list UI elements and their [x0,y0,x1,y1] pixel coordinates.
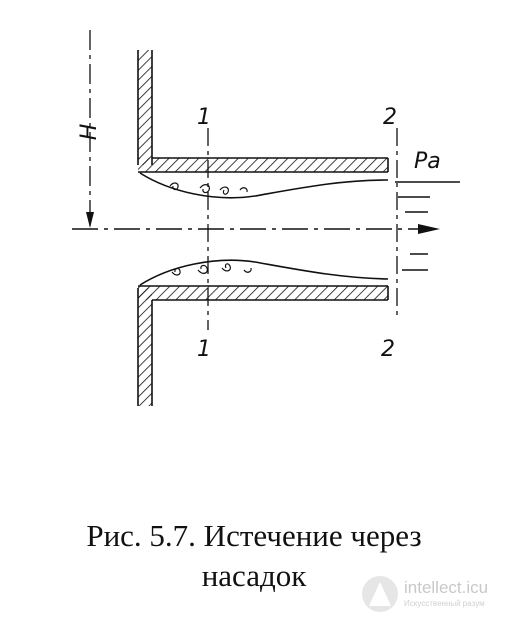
jet-contraction-lower [139,259,389,286]
watermark-logo-icon [362,576,398,612]
figure-caption: Рис. 5.7. Истечение через насадок [0,516,508,596]
centerline-axis [72,224,440,234]
nozzle-wall-lower [138,285,389,301]
caption-line-2: насадок [201,558,307,593]
caption-line-1: Рис. 5.7. Истечение через [86,518,422,553]
nozzle-wall-upper [138,157,389,173]
vortex-zone-lower [171,263,252,276]
height-dimension [86,30,94,228]
jet-contraction-upper [139,172,389,199]
section-2-top-label: 2 [383,105,397,130]
pressure-label: Pa [414,149,441,174]
watermark-tagline: Искусственный разум [404,599,485,608]
watermark-name: intellect.icu [404,578,489,597]
tank-wall-lower [137,288,153,406]
section-1-top-label: 1 [197,105,211,130]
atmosphere-lines [395,181,460,271]
flow-direction-arrow [418,224,440,234]
section-2-bottom-label: 2 [381,337,395,362]
height-label: H [77,124,102,141]
nozzle-outflow-diagram: H 1 1 2 2 Pa [72,30,460,406]
vortex-zone-upper [169,182,248,195]
watermark: intellect.icu Искусственный разум [360,568,508,618]
section-1-bottom-label: 1 [197,337,211,362]
tank-wall-upper [137,50,153,165]
